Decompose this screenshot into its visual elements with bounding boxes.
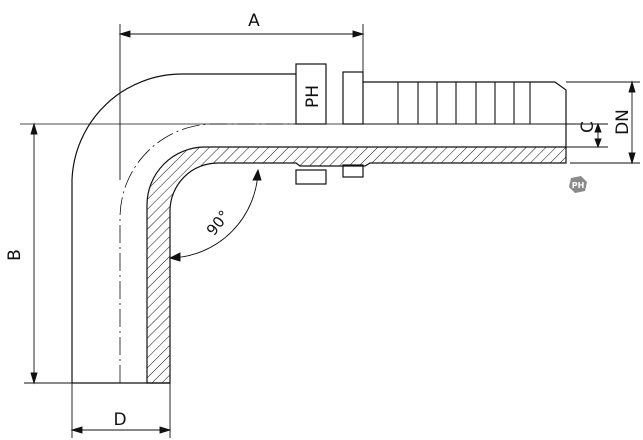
- hex-label: PH: [303, 85, 323, 108]
- dim-c-label: C: [578, 121, 598, 133]
- hose-tail-outline: [363, 81, 567, 147]
- dimension-a: [118, 24, 365, 180]
- section-wall-hatched: [146, 146, 567, 384]
- centerline-bend: [119, 123, 296, 383]
- dimension-b: [24, 122, 72, 385]
- hex-nut-lower: [295, 169, 327, 185]
- hose-barbs: [397, 82, 531, 124]
- dim-a-label: A: [248, 11, 260, 31]
- collar-lower: [342, 164, 364, 178]
- collar-upper: [342, 71, 364, 125]
- dimension-c: [566, 122, 608, 149]
- dimension-d: [70, 383, 172, 438]
- dim-d-label: D: [113, 410, 126, 430]
- dimension-dn: [566, 80, 640, 165]
- dim-dn-label: DN: [613, 109, 633, 135]
- angle-indicator: [168, 168, 262, 262]
- svg-text:PH: PH: [572, 181, 585, 190]
- brand-logo-icon: PH: [569, 176, 587, 193]
- dim-b-label: B: [5, 249, 25, 261]
- outer-contour: [71, 73, 296, 383]
